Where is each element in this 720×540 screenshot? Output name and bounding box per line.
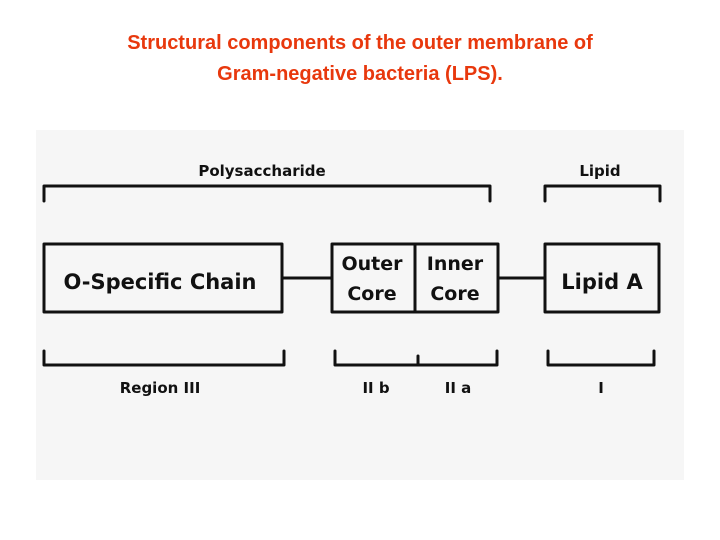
lipid-brace	[543, 184, 662, 203]
region-iia-label: II a	[445, 379, 472, 397]
region-iib-label: II b	[362, 379, 389, 397]
polysaccharide-brace	[42, 184, 492, 203]
region-i-bracket	[546, 349, 656, 367]
region-i-label: I	[598, 379, 604, 397]
lipid-label: Lipid	[579, 162, 620, 180]
polysaccharide-label: Polysaccharide	[198, 162, 325, 180]
inner-core-label-line1: Inner	[427, 253, 484, 275]
o-specific-chain-label: O-Specific Chain	[63, 270, 256, 294]
region-ii-bracket	[333, 349, 499, 367]
region-iii-label: Region III	[120, 379, 201, 397]
lipid-a-label: Lipid A	[561, 270, 643, 294]
inner-core-label-line2: Core	[430, 283, 479, 305]
outer-core-label-line2: Core	[347, 283, 396, 305]
page-title: Structural components of the outer membr…	[20, 28, 700, 90]
figure-background	[36, 130, 684, 480]
outer-core-label-line1: Outer	[341, 253, 403, 275]
region-iii-bracket	[42, 349, 286, 367]
title-line-2: Gram-negative bacteria (LPS).	[217, 63, 503, 85]
title-line-1: Structural components of the outer membr…	[127, 32, 593, 54]
